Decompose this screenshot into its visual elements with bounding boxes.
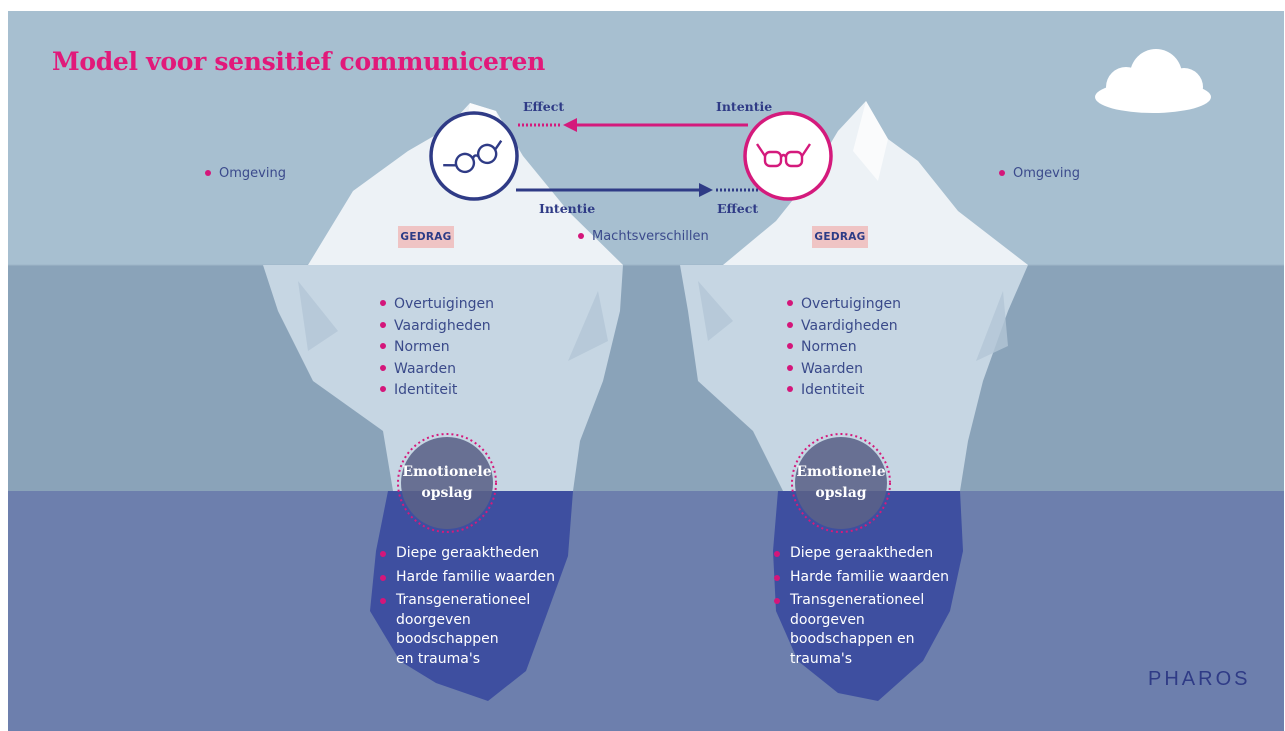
behavior-tag-right: GEDRAG (812, 226, 868, 248)
list-item: Identiteit (380, 380, 494, 402)
left-perspective (429, 111, 519, 201)
deep-list-right: Diepe geraaktheden Harde familie waarden… (774, 544, 954, 673)
deep-water-band (8, 491, 1284, 731)
list-item: Harde familie waarden (774, 568, 954, 588)
list-item: Diepe geraaktheden (380, 544, 555, 564)
right-iceberg (680, 101, 1028, 701)
iceberg-scene (8, 11, 1284, 731)
behavior-tag-left: GEDRAG (398, 226, 454, 248)
list-item: Transgenerationeel doorgeven boodschappe… (774, 591, 924, 669)
intentie-label-bottom: Intentie (539, 201, 596, 216)
list-item: Transgenerationeel doorgeven boodschappe… (380, 591, 530, 669)
core-line-2: opslag (815, 485, 867, 501)
mid-water-band (8, 265, 1284, 491)
right-perspective (743, 111, 833, 201)
list-item: Diepe geraaktheden (774, 544, 954, 564)
beliefs-list-right: Overtuigingen Vaardigheden Normen Waarde… (787, 294, 901, 402)
left-core-circle (397, 433, 497, 533)
deep-list-left: Diepe geraaktheden Harde familie waarden… (380, 544, 555, 673)
emotional-storage-label-right: Emotionele opslag (791, 462, 891, 504)
environment-label-left: Omgeving (205, 166, 286, 181)
core-line-1: Emotionele (402, 464, 492, 480)
effect-label-bottom: Effect (717, 201, 759, 216)
environment-label-right: Omgeving (999, 166, 1080, 181)
glasses-icon (443, 140, 503, 174)
glasses-icon (756, 143, 811, 168)
cloud (1095, 49, 1211, 113)
list-item: Harde familie waarden (380, 568, 555, 588)
power-differences-label: Machtsverschillen (578, 229, 709, 244)
right-core-circle (791, 433, 891, 533)
core-line-2: opslag (421, 485, 473, 501)
core-line-1: Emotionele (796, 464, 886, 480)
effect-label-top: Effect (523, 99, 565, 114)
diagram-canvas: Model voor sensitief communiceren Omgevi… (8, 11, 1284, 731)
list-item: Overtuigingen (787, 294, 901, 316)
page-title: Model voor sensitief communiceren (52, 47, 545, 76)
emotional-storage-label-left: Emotionele opslag (397, 462, 497, 504)
beliefs-list-left: Overtuigingen Vaardigheden Normen Waarde… (380, 294, 494, 402)
pharos-logo: PHAROS (1148, 668, 1251, 690)
list-item: Waarden (787, 359, 901, 381)
list-item: Vaardigheden (787, 316, 901, 338)
list-item: Waarden (380, 359, 494, 381)
sky-band (8, 11, 1284, 265)
list-item: Identiteit (787, 380, 901, 402)
list-item: Overtuigingen (380, 294, 494, 316)
list-item: Vaardigheden (380, 316, 494, 338)
list-item: Normen (380, 337, 494, 359)
intentie-label-top: Intentie (716, 99, 773, 114)
list-item: Normen (787, 337, 901, 359)
